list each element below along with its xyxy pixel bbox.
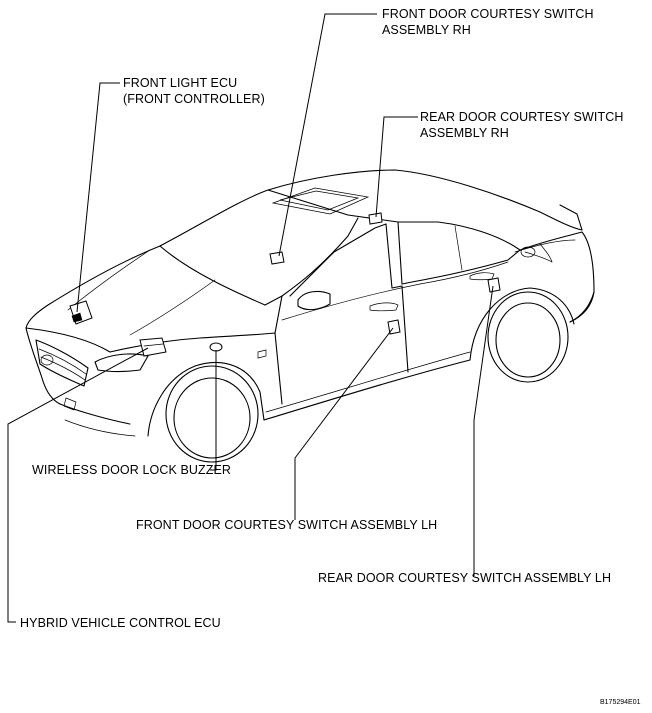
figure-code: B175294E01 — [600, 699, 641, 706]
leader-hybrid-ecu — [7, 347, 149, 623]
leader-wireless-buzzer — [210, 350, 217, 471]
leader-front-door-rh — [278, 13, 377, 257]
leader-rear-door-lh — [473, 285, 494, 576]
label-rear-door-courtesy-switch-rh: REAR DOOR COURTESY SWITCH ASSEMBLY RH — [420, 110, 624, 140]
leader-lines — [7, 13, 494, 623]
leader-rear-door-rh — [375, 116, 418, 218]
car-outline — [25, 169, 595, 463]
label-wireless-door-lock-buzzer: WIRELESS DOOR LOCK BUZZER — [32, 463, 232, 477]
label-front-door-courtesy-switch-rh: FRONT DOOR COURTESY SWITCH ASSEMBLY RH — [382, 7, 594, 37]
label-hybrid-vehicle-control-ecu: HYBRID VEHICLE CONTROL ECU — [20, 616, 221, 630]
components — [69, 212, 501, 357]
label-front-door-courtesy-switch-lh: FRONT DOOR COURTESY SWITCH ASSEMBLY LH — [136, 518, 438, 532]
label-front-light-ecu: FRONT LIGHT ECU (FRONT CONTROLLER) — [123, 76, 265, 106]
leader-front-light-ecu — [76, 82, 120, 313]
label-rear-door-courtesy-switch-lh: REAR DOOR COURTESY SWITCH ASSEMBLY LH — [318, 571, 612, 585]
leader-front-door-lh — [294, 327, 394, 520]
